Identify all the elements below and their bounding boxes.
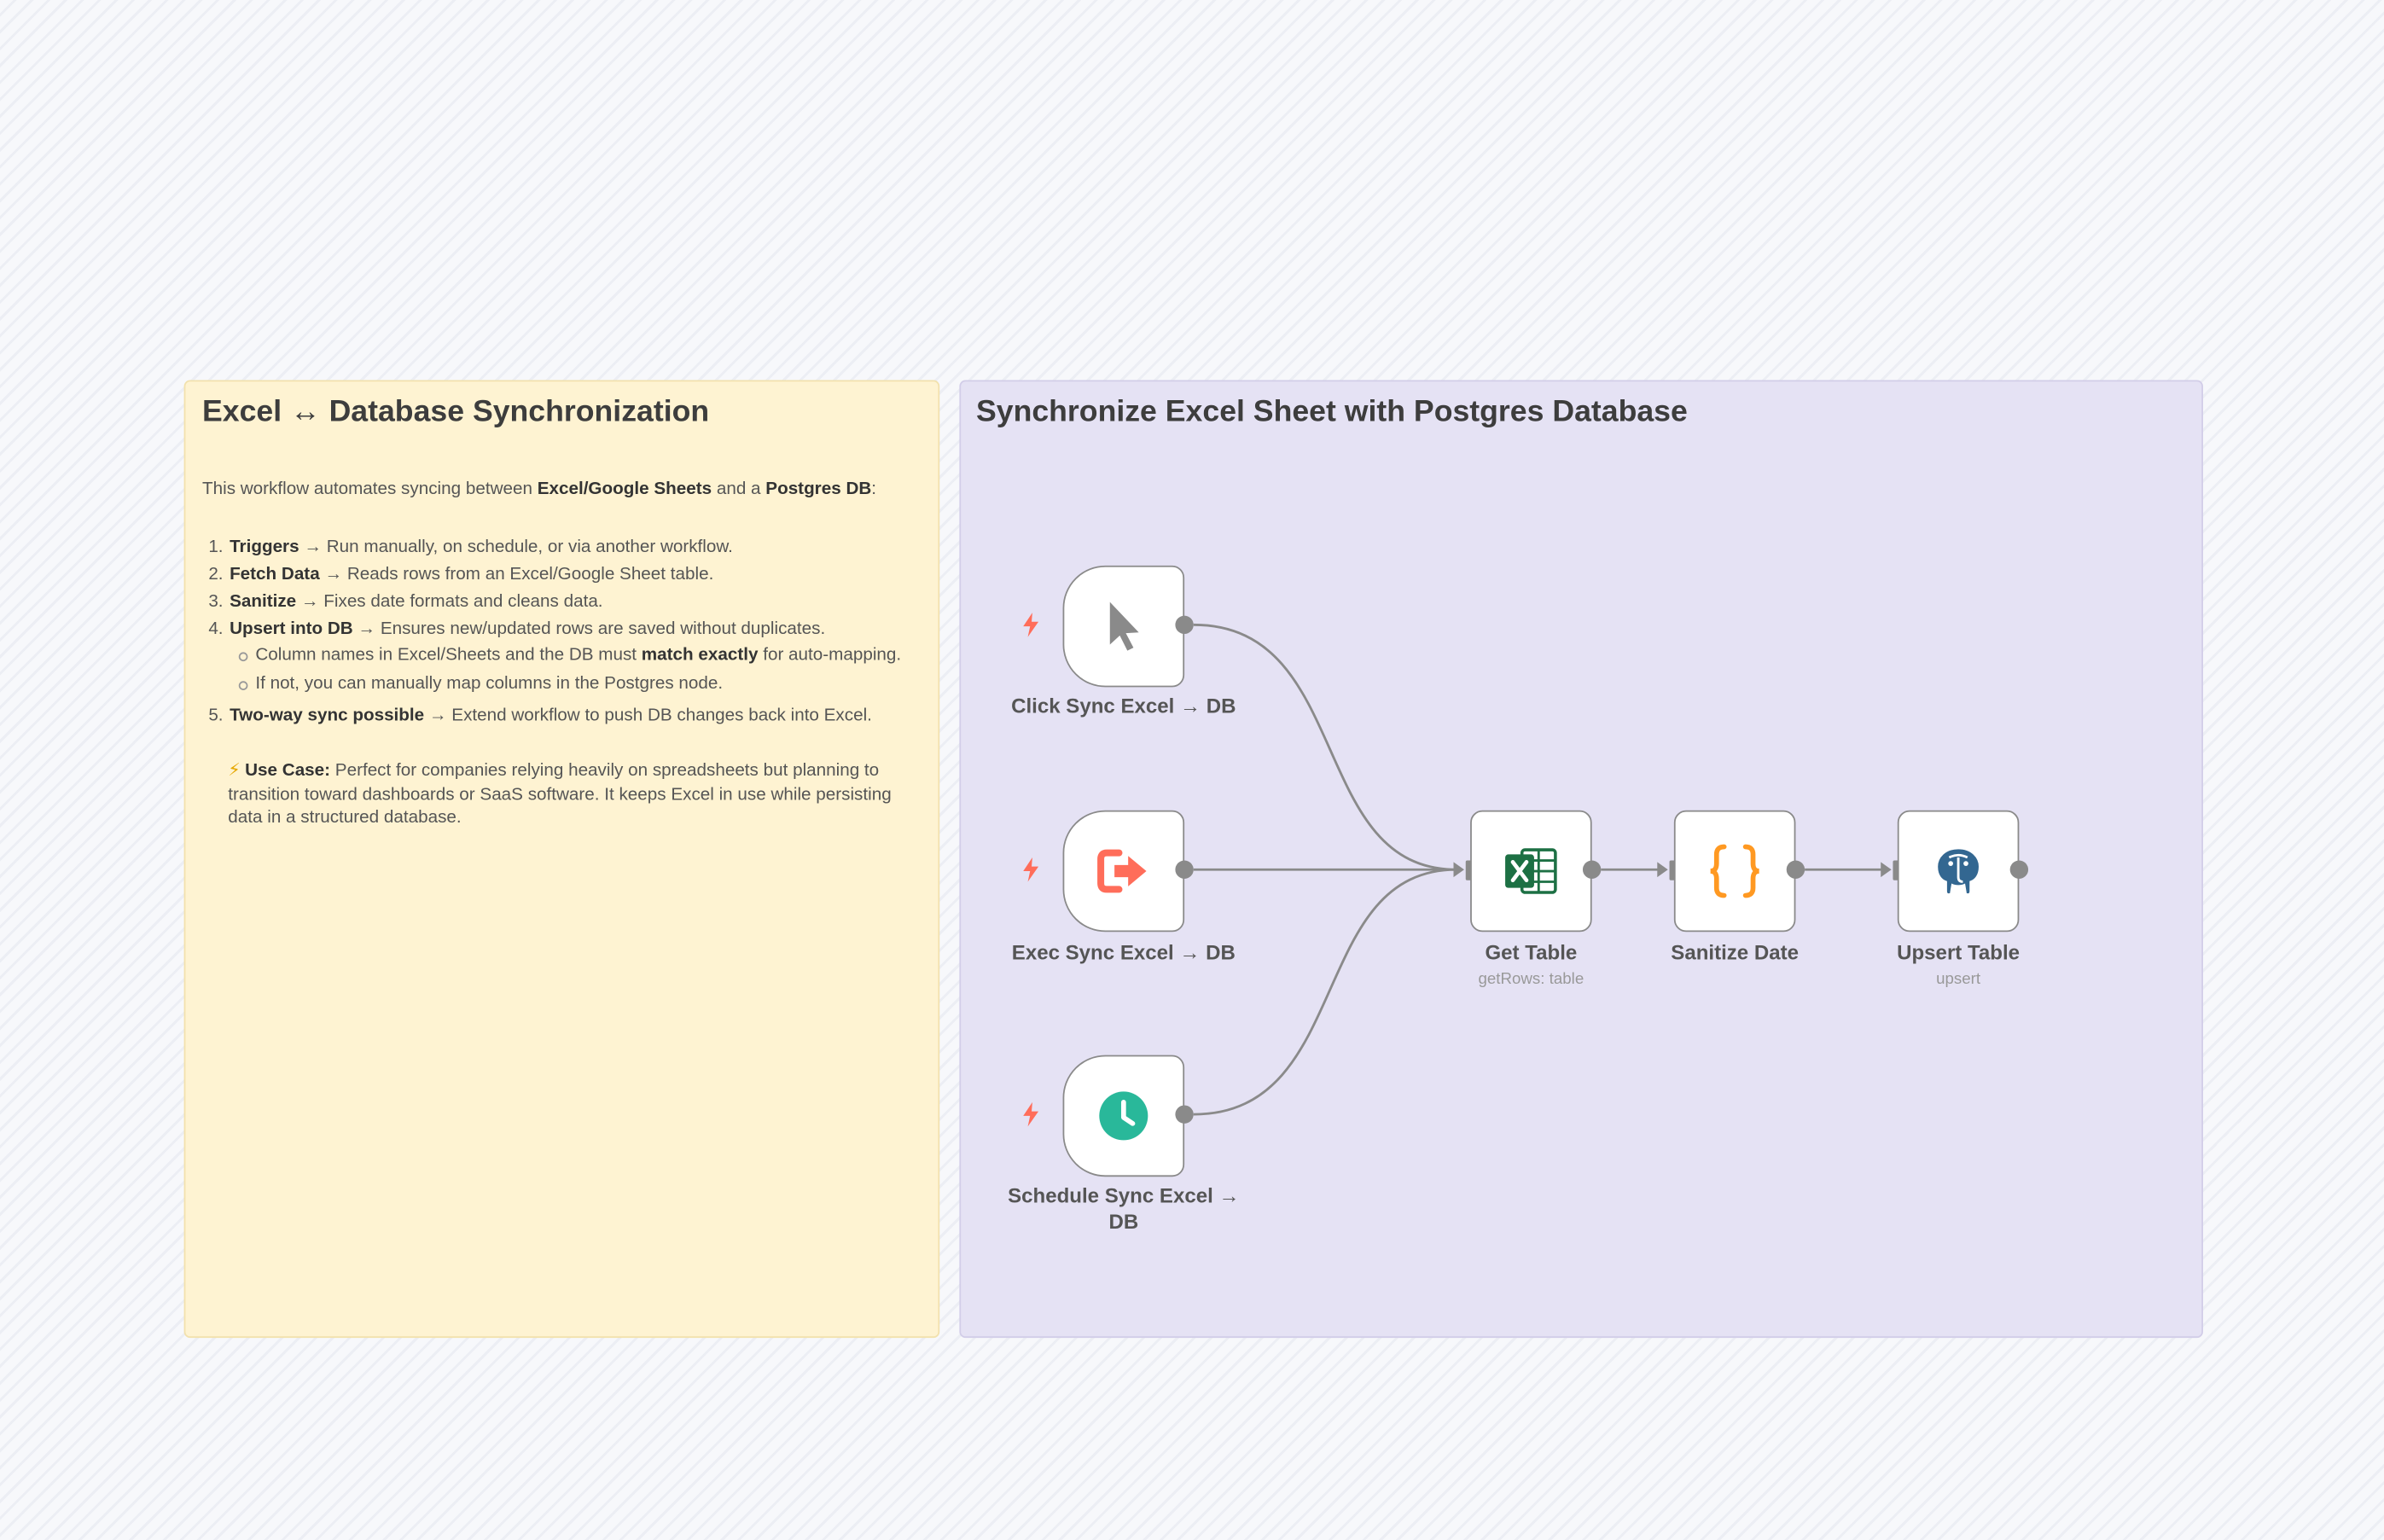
arrowhead <box>1657 862 1668 878</box>
output-handle[interactable] <box>1175 860 1194 879</box>
step-item: Two-way sync possible → Extend workflow … <box>228 702 922 729</box>
input-handle[interactable] <box>1669 860 1678 880</box>
node-schedule-sync[interactable] <box>1062 1055 1185 1177</box>
node-label: Get Table <box>1485 940 1578 964</box>
output-handle[interactable] <box>1175 615 1194 635</box>
node-subtitle: upsert <box>1936 969 1981 989</box>
arrowhead <box>1881 862 1892 878</box>
clock-icon <box>1099 1091 1148 1141</box>
trigger-bolt-icon <box>1023 857 1039 882</box>
step-item: Sanitize → Fixes date formats and cleans… <box>228 589 922 616</box>
node-get-table[interactable] <box>1470 810 1592 933</box>
trigger-bolt-icon <box>1023 613 1039 637</box>
sticky-note-description[interactable]: Excel ↔ Database Synchronization This wo… <box>183 380 940 1339</box>
node-sanitize-date[interactable] <box>1673 810 1796 933</box>
node-subtitle: getRows: table <box>1478 969 1584 989</box>
code-braces-icon <box>1710 844 1759 898</box>
sub-point: Column names in Excel/Sheets and the DB … <box>238 645 922 666</box>
node-label: Sanitize Date <box>1671 940 1800 964</box>
excel-icon <box>1505 848 1557 894</box>
sub-points-list: Column names in Excel/Sheets and the DB … <box>230 645 923 695</box>
steps-list: Triggers → Run manually, on schedule, or… <box>202 533 923 729</box>
arrowhead <box>1453 862 1464 878</box>
node-click-sync[interactable] <box>1062 565 1185 688</box>
cursor-icon <box>1109 601 1139 651</box>
output-handle[interactable] <box>1582 860 1602 879</box>
node-label: Upsert Table <box>1897 940 2021 964</box>
trigger-bolt-icon <box>1023 1101 1039 1127</box>
input-handle[interactable] <box>1893 860 1901 880</box>
sign-in-arrow-icon <box>1097 849 1147 893</box>
output-handle[interactable] <box>1175 1105 1194 1124</box>
note-title: Excel ↔ Database Synchronization <box>201 395 710 429</box>
output-handle[interactable] <box>2009 860 2029 879</box>
node-label: Exec Sync Excel → DB <box>1011 940 1236 964</box>
group-title: Synchronize Excel Sheet with Postgres Da… <box>975 395 1688 429</box>
node-label: Schedule Sync Excel → DB <box>1008 1184 1240 1234</box>
step-item: Upsert into DB → Ensures new/updated row… <box>228 616 922 695</box>
use-case: ⚡Use Case: Perfect for companies relying… <box>228 759 892 828</box>
sub-point: If not, you can manually map columns in … <box>238 673 922 694</box>
output-handle[interactable] <box>1786 860 1805 879</box>
connection-schedule-to-get-table <box>1193 868 1457 1116</box>
input-handle[interactable] <box>1465 860 1474 880</box>
node-upsert-table[interactable] <box>1897 810 2020 933</box>
postgres-elephant-icon <box>1936 847 1981 896</box>
step-item: Fetch Data → Reads rows from an Excel/Go… <box>228 561 922 589</box>
node-exec-sync[interactable] <box>1062 810 1185 933</box>
lightning-icon: ⚡ <box>228 759 241 781</box>
connection-click-to-get-table <box>1193 623 1457 871</box>
step-item: Triggers → Run manually, on schedule, or… <box>228 533 922 561</box>
node-label: Click Sync Excel → DB <box>1011 694 1236 718</box>
note-intro: This workflow automates syncing between … <box>201 479 877 499</box>
